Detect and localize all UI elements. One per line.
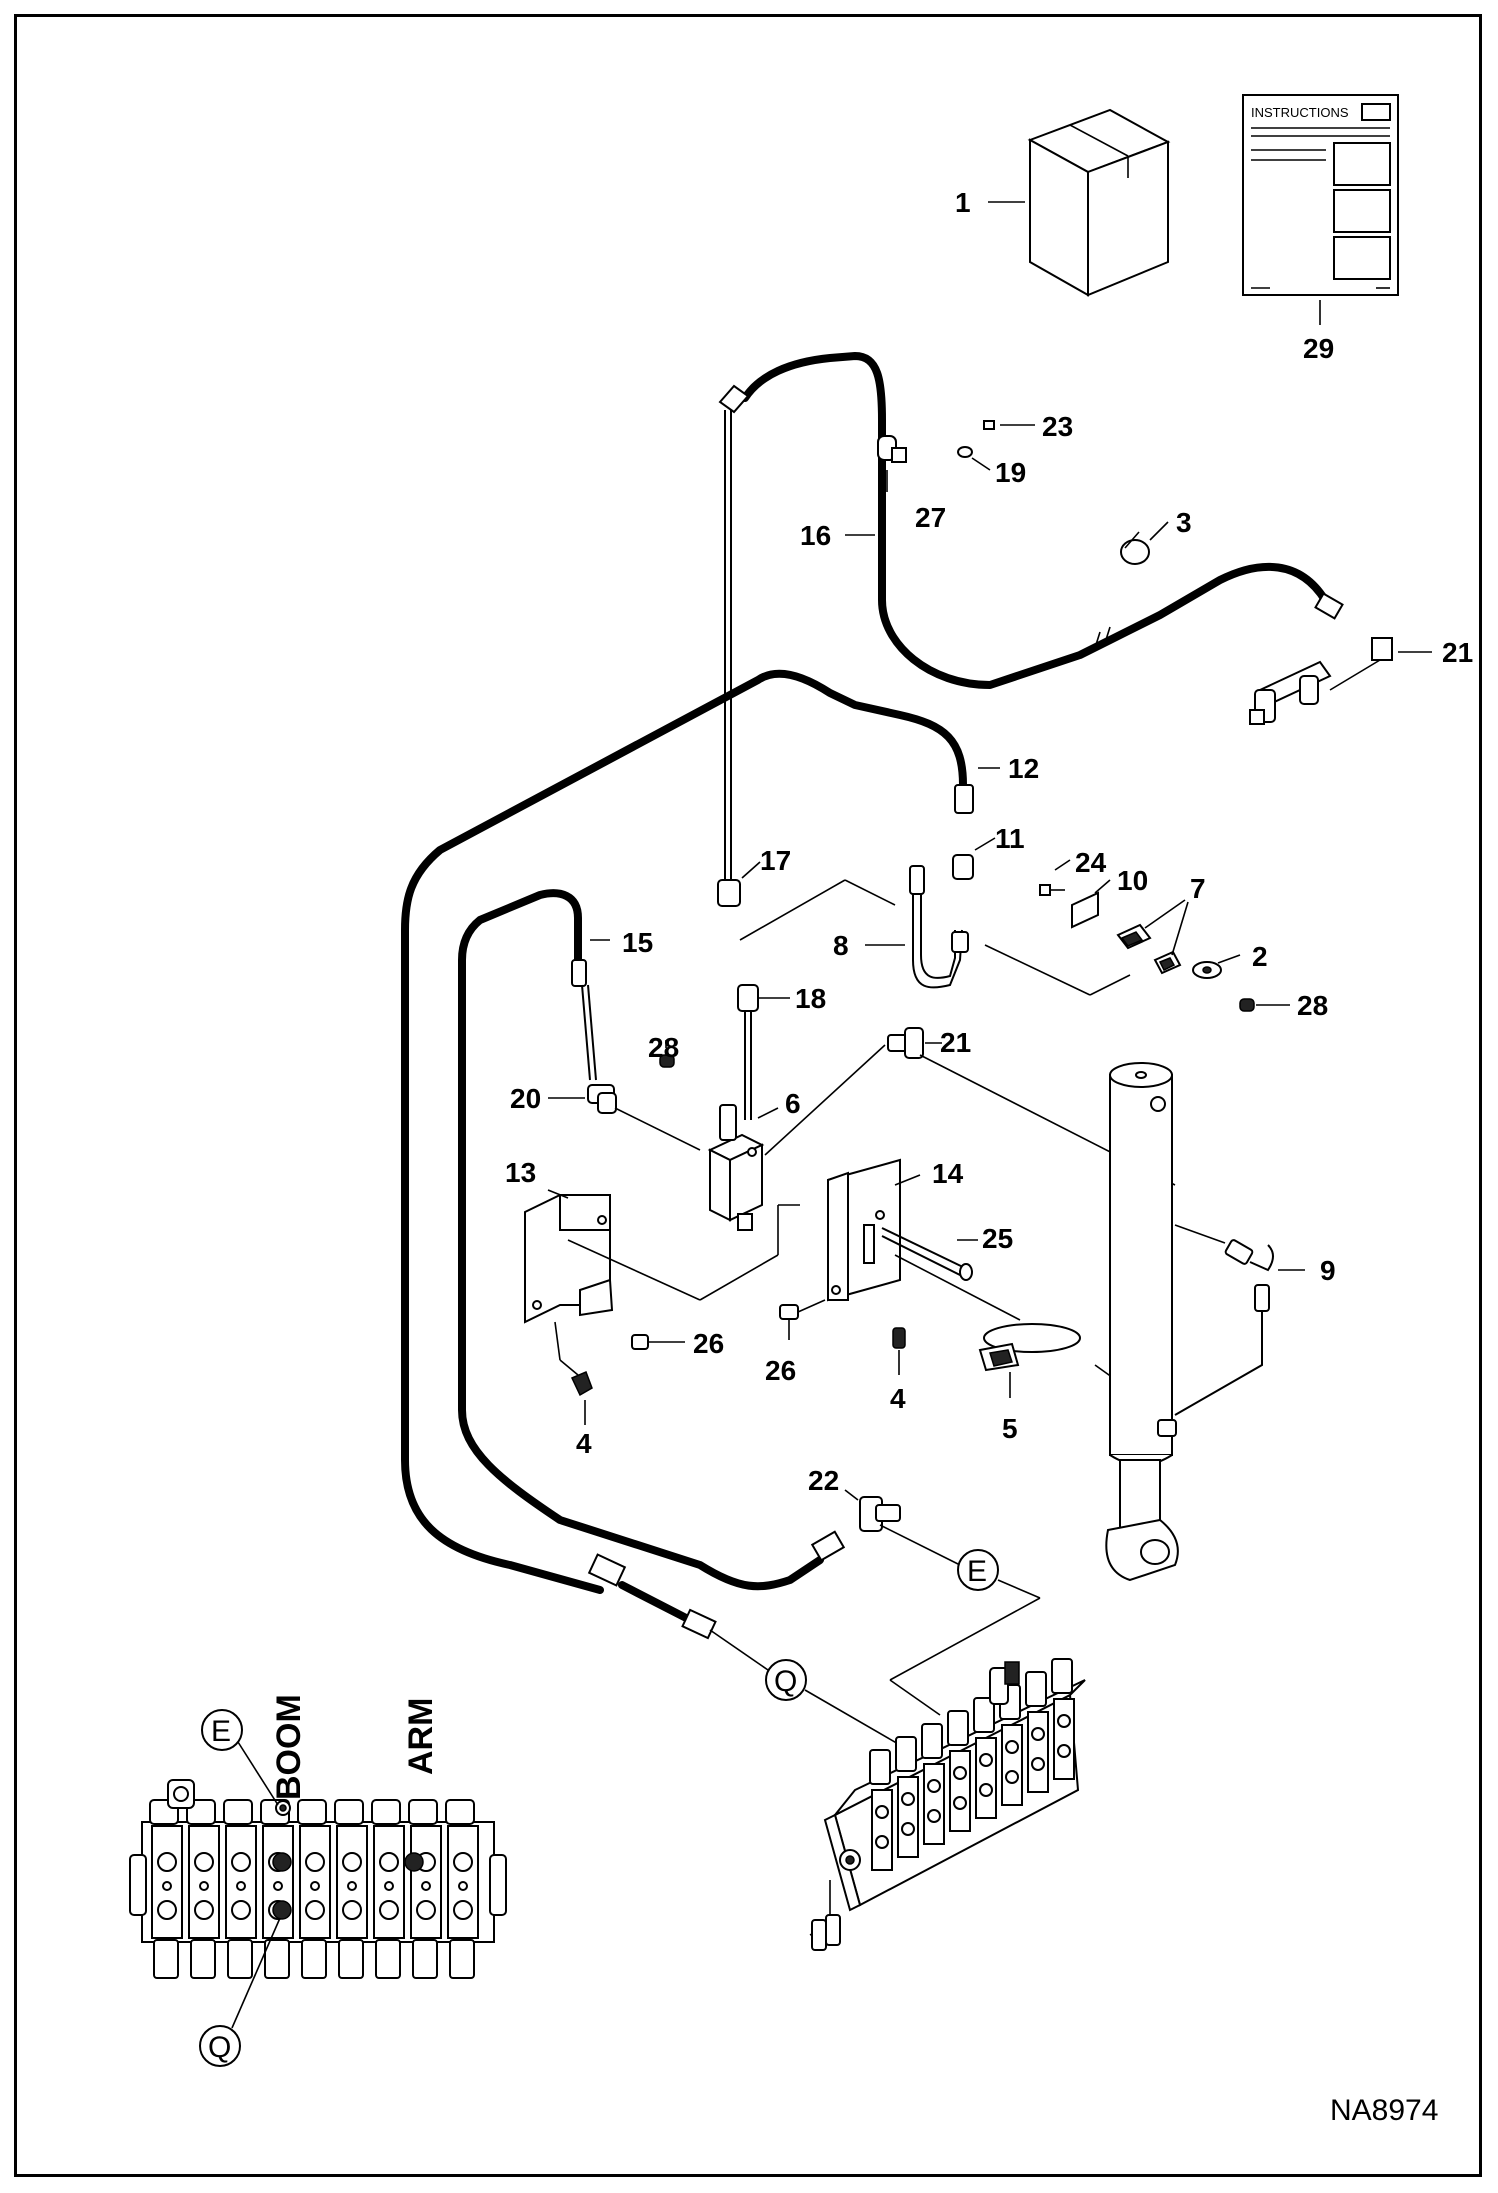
hose-12 [401, 669, 967, 1594]
callout-26-left: 26 [693, 1328, 724, 1359]
tube-9 [1174, 1239, 1274, 1416]
washer-19 [957, 446, 973, 458]
tee-fitting-22 [859, 1496, 901, 1532]
hose-clamp-5 [978, 1323, 1081, 1372]
port-marker-e-main [957, 1549, 999, 1591]
callout-6: 6 [785, 1088, 801, 1119]
figure-code: NA8974 [1330, 2094, 1438, 2127]
pressure-switch-6 [707, 1104, 765, 1231]
callout-15: 15 [622, 927, 653, 958]
instructions-sheet: INSTRUCTIONS [1242, 94, 1399, 296]
callout-12: 12 [1008, 753, 1039, 784]
port-marker-q-main [765, 1659, 807, 1701]
bracket-10 [1039, 884, 1255, 1012]
bolt-26-left [631, 1334, 649, 1350]
valve-label-arm: ARM [402, 1698, 440, 1775]
bracket-13 [524, 1194, 614, 1324]
callout-21-upper: 21 [1442, 637, 1473, 668]
callout-26-right: 26 [765, 1355, 796, 1386]
callout-18: 18 [795, 983, 826, 1014]
callout-27: 27 [915, 502, 946, 533]
hose-15 [458, 889, 824, 1591]
callout-20: 20 [510, 1083, 541, 1114]
callout-28-right: 28 [1297, 990, 1328, 1021]
callout-5: 5 [1002, 1413, 1018, 1444]
callout-25: 25 [982, 1223, 1013, 1254]
bracket-14 [827, 1158, 901, 1302]
callout-14: 14 [932, 1158, 964, 1189]
control-valve-iso [809, 1658, 1086, 1951]
callout-10: 10 [1117, 865, 1148, 896]
callout-9: 9 [1320, 1255, 1336, 1286]
port-marker-q-main-label: Q [774, 1665, 797, 1698]
callout-8: 8 [833, 930, 849, 961]
tee-fitting-21-upper [1249, 592, 1393, 725]
callout-16: 16 [800, 520, 831, 551]
hose-16 [741, 352, 1329, 689]
port-marker-e-main-label: E [967, 1555, 987, 1588]
instructions-title: INSTRUCTIONS [1251, 105, 1349, 120]
callout-4-left: 4 [576, 1428, 592, 1459]
nut-4-right [892, 1327, 906, 1349]
port-marker-e-inset [201, 1709, 243, 1751]
bolt-23 [983, 420, 995, 430]
hydraulic-cylinder [1105, 1062, 1179, 1582]
callout-13: 13 [505, 1157, 536, 1188]
callout-23: 23 [1042, 411, 1073, 442]
callout-19: 19 [995, 457, 1026, 488]
control-valve-front [129, 1779, 507, 1979]
kit-box [1027, 108, 1171, 297]
callout-21-middle: 21 [940, 1027, 971, 1058]
callout-2: 2 [1252, 941, 1268, 972]
callout-22: 22 [808, 1465, 839, 1496]
clamp-27 [877, 435, 907, 463]
nut-28-left [659, 1054, 675, 1068]
callout-28-left: 28 [648, 1032, 679, 1063]
callout-24: 24 [1075, 847, 1107, 878]
port-marker-q-inset [199, 2025, 241, 2067]
callout-29: 29 [1303, 333, 1334, 364]
valve-label-boom: BOOM [270, 1694, 308, 1800]
elbow-fitting-21-middle [887, 1027, 924, 1059]
callout-1: 1 [955, 187, 971, 218]
callout-3: 3 [1176, 507, 1192, 538]
port-marker-q-inset-label: Q [208, 2031, 231, 2064]
nut-4-left [570, 1371, 593, 1397]
fitting-11 [952, 854, 974, 880]
callout-17: 17 [760, 845, 791, 876]
fitting-18 [737, 984, 759, 1012]
diagram-frame [14, 14, 1482, 2177]
callout-4-right: 4 [890, 1383, 906, 1414]
elbow-fitting-20 [587, 1084, 617, 1114]
fitting-17 [717, 879, 741, 907]
callout-11: 11 [995, 823, 1025, 854]
bolt-26-right [779, 1304, 799, 1320]
clamp-3 [1120, 531, 1150, 565]
port-marker-e-inset-label: E [211, 1715, 231, 1748]
callout-7: 7 [1190, 873, 1206, 904]
bolt-25 [881, 1227, 973, 1281]
